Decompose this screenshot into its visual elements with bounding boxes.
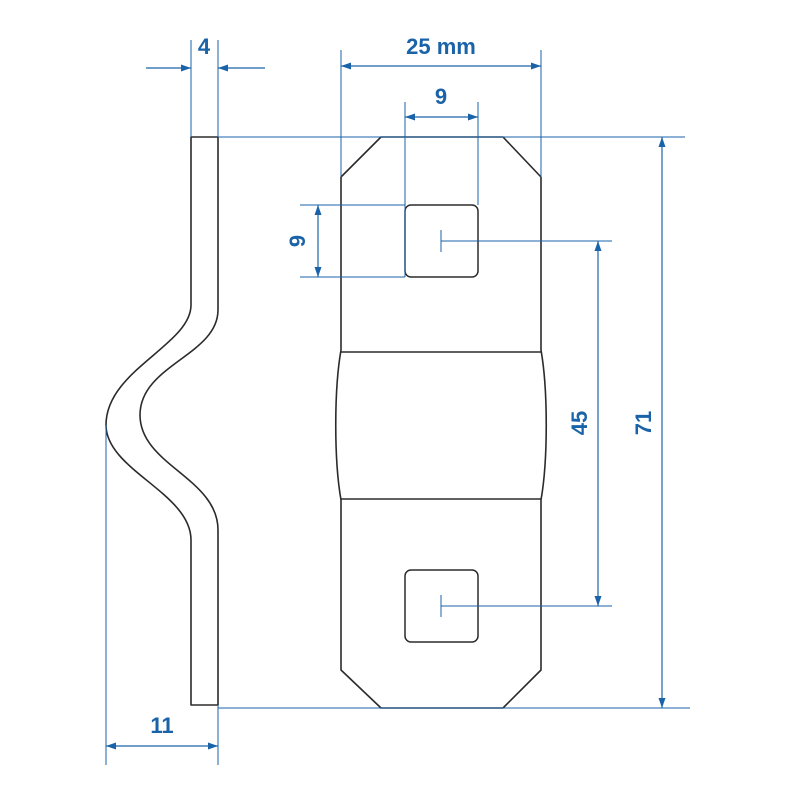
bracket-side-profile — [105, 136, 219, 706]
thickness-label: 4 — [198, 34, 211, 59]
front-plate-view — [334, 136, 548, 709]
side-profile-view — [105, 136, 219, 706]
dimension-lines — [105, 40, 690, 765]
total-length-label: 71 — [631, 411, 656, 435]
dimension-labels: 4 25 mm 9 9 45 71 11 — [150, 34, 656, 738]
bend-depth-label: 11 — [150, 713, 173, 738]
width-label: 25 mm — [406, 34, 476, 59]
hole-spacing-label: 45 — [567, 411, 592, 435]
hole-width-label: 9 — [435, 84, 447, 109]
hole-height-label: 9 — [285, 235, 310, 247]
